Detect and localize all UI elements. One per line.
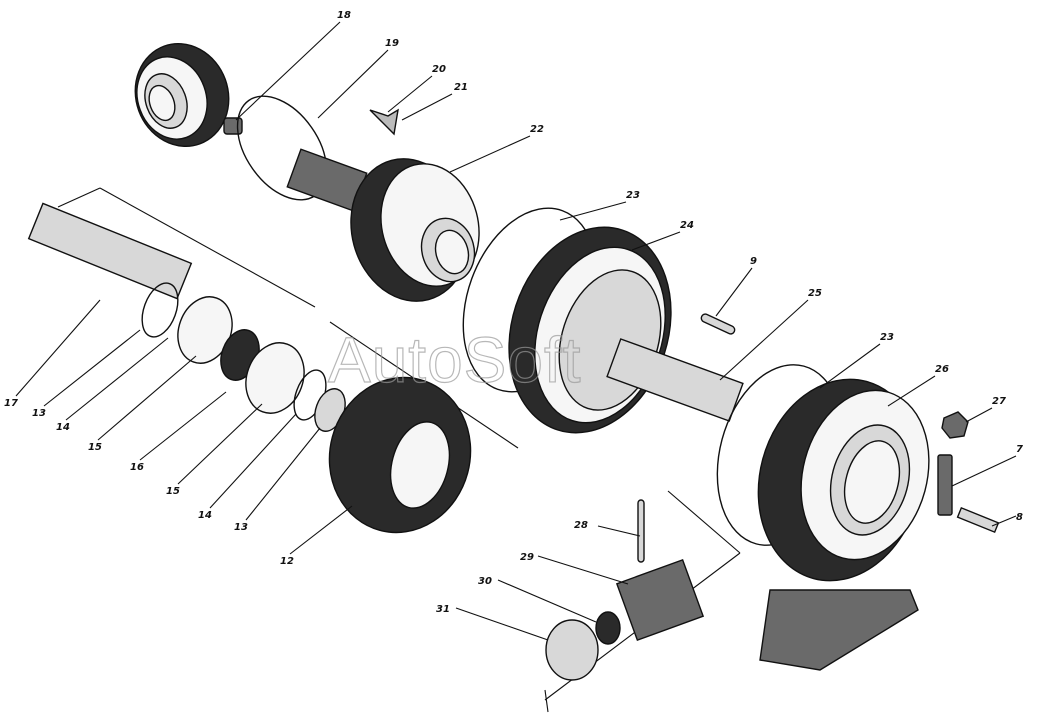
- pin-28: [637, 499, 645, 563]
- roller-bearing: [134, 42, 230, 148]
- callout-29: 29: [520, 552, 534, 563]
- callout-14-a: 14: [56, 422, 70, 433]
- callout-16: 16: [130, 462, 144, 473]
- callout-21: 21: [454, 82, 468, 93]
- shaft-25: [606, 338, 744, 422]
- callout-25: 25: [808, 288, 822, 299]
- callout-19: 19: [385, 38, 399, 49]
- leader-lines: [15, 21, 1017, 641]
- callout-20: 20: [432, 64, 446, 75]
- callout-13-a: 13: [32, 408, 46, 419]
- callout-22: 22: [530, 124, 544, 135]
- callout-13-b: 13: [234, 522, 248, 533]
- callout-30: 30: [478, 576, 492, 587]
- callout-23-b: 23: [880, 332, 894, 343]
- fitting-29: [615, 558, 705, 642]
- callout-15-a: 15: [88, 442, 102, 453]
- callout-labels: 18 19 20 21 22 23 24 9 25 23 26 27 7 8 1…: [4, 10, 1023, 615]
- callout-31: 31: [436, 604, 450, 615]
- bearing-stack-13-16: [141, 282, 346, 432]
- shaft-17: [27, 202, 193, 300]
- nut-27: [941, 411, 969, 439]
- gear-12: [328, 376, 472, 534]
- watermark-text: AutoSoft: [328, 324, 582, 396]
- flange-hub-22: [286, 148, 480, 302]
- callout-23-a: 23: [626, 190, 640, 201]
- housing-26: [757, 378, 930, 671]
- cap-31: [545, 619, 599, 681]
- pin-9: [700, 313, 736, 335]
- callout-7: 7: [1016, 444, 1023, 455]
- cotter-pin-20-21: [369, 108, 399, 136]
- callout-14-b: 14: [198, 510, 212, 521]
- callout-24: 24: [680, 220, 694, 231]
- callout-28: 28: [574, 520, 588, 531]
- bolt-8: [956, 506, 1000, 534]
- callout-9: 9: [750, 256, 757, 267]
- nut-18: [223, 117, 243, 135]
- washer-30: [595, 611, 621, 645]
- plate-7: [937, 454, 953, 516]
- callout-26: 26: [935, 364, 949, 375]
- callout-17: 17: [4, 398, 18, 409]
- callout-12: 12: [280, 556, 294, 567]
- callout-27: 27: [992, 396, 1006, 407]
- callout-15-b: 15: [166, 486, 180, 497]
- callout-18: 18: [337, 10, 351, 21]
- callout-8: 8: [1016, 512, 1023, 523]
